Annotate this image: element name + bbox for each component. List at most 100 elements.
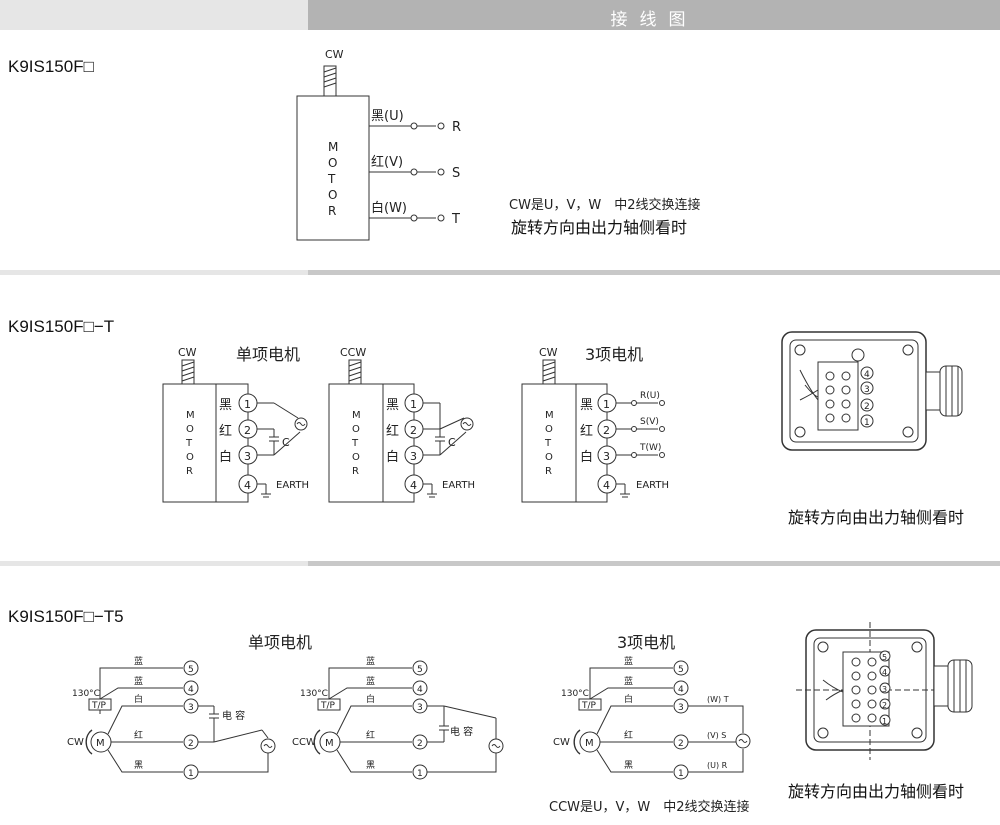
svg-text:M: M [352,410,361,421]
wire-color-label: 白(W) [371,200,407,216]
section-divider [0,270,1000,275]
motor-letter: O [328,156,337,170]
svg-text:2: 2 [188,739,194,749]
note-ccw-swap: CCW是U，V，W 中2线交换连接 [549,800,750,815]
svg-text:T/P: T/P [320,701,336,711]
t5-diagram-single-cw: CW M 130°C T/P 蓝 蓝 白 红 黑 5 4 3 2 1 电 容 [67,655,276,780]
svg-text:M: M [96,738,105,749]
note-swap: CW是U，V，W 中2线交换连接 [509,198,701,213]
svg-text:黑: 黑 [580,398,593,413]
note-direction-2: 旋转方向由出力轴侧看时 [788,508,965,527]
svg-text:M: M [325,738,334,749]
diagram-single-cw: CW M O T O R 黑 红 白 1 2 3 4 C EARTH [162,346,309,503]
header-bar: 接线图 [0,0,1000,30]
svg-text:白: 白 [624,693,633,705]
svg-text:3: 3 [244,450,251,463]
terminal-diagrams-t: 单项电机 3项电机 CW M O T O R 黑 红 白 1 2 3 4 C [162,331,963,503]
svg-text:1: 1 [410,398,417,411]
terminal-box-illustration-t5: 5 4 3 2 1 [796,622,973,760]
diagram-three-phase: CW M O T O R 黑 红 白 1 2 3 4 R(U) S(V) T(W… [521,346,669,503]
svg-text:2: 2 [244,424,251,437]
svg-text:T: T [351,438,359,449]
svg-text:R: R [352,466,359,477]
cap-label: C [282,436,290,449]
svg-text:M: M [545,410,554,421]
svg-text:O: O [186,452,194,463]
svg-text:蓝: 蓝 [366,655,375,667]
svg-text:5: 5 [188,665,194,675]
note-direction: 旋转方向由出力轴侧看时 [511,218,688,237]
cw-label: CW [325,48,344,61]
svg-text:EARTH: EARTH [636,480,669,491]
diagram-single-ccw: CCW M O T O R 黑 红 白 1 2 3 4 C EARTH [328,346,475,503]
svg-text:O: O [352,452,360,463]
svg-text:130°C: 130°C [561,689,589,699]
note-direction-3: 旋转方向由出力轴侧看时 [788,782,965,801]
svg-text:S(V): S(V) [640,417,659,427]
svg-text:CCW: CCW [292,737,316,748]
svg-text:蓝: 蓝 [624,655,633,667]
svg-text:1: 1 [678,769,684,779]
svg-text:2: 2 [864,402,870,412]
svg-text:红: 红 [386,423,399,439]
svg-text:4: 4 [678,685,684,695]
svg-text:蓝: 蓝 [134,655,143,667]
svg-text:电 容: 电 容 [222,709,245,722]
svg-text:130°C: 130°C [72,689,100,699]
svg-text:M: M [585,738,594,749]
svg-text:2: 2 [882,701,887,710]
svg-text:1: 1 [882,717,887,726]
svg-text:M: M [186,410,195,421]
svg-text:蓝: 蓝 [134,675,143,687]
wire-color: 白 [219,449,232,465]
svg-text:3: 3 [678,703,684,713]
svg-text:CW: CW [539,346,558,359]
svg-text:4: 4 [188,685,194,695]
svg-text:O: O [186,424,194,435]
svg-text:130°C: 130°C [300,689,328,699]
svg-text:2: 2 [417,739,423,749]
svg-text:(V) S: (V) S [707,731,726,740]
svg-text:T/P: T/P [91,701,107,711]
terminal-label: T [451,212,460,227]
svg-text:黑: 黑 [366,760,375,771]
svg-text:1: 1 [864,418,870,428]
svg-text:O: O [352,424,360,435]
svg-text:红: 红 [366,729,375,741]
svg-text:白: 白 [580,449,593,465]
model-label-3: K9IS150F□−T5 [8,607,124,626]
wire-color-label: 红(V) [371,154,403,170]
rotation-label: CW [178,346,197,359]
svg-text:白: 白 [386,449,399,465]
model-label-2: K9IS150F□−T [8,317,115,336]
rotation-label: CCW [340,346,366,359]
svg-text:CW: CW [67,737,84,748]
svg-text:黑: 黑 [134,760,143,771]
svg-text:R(U): R(U) [640,391,660,401]
terminal-label: S [452,166,460,181]
svg-text:EARTH: EARTH [442,480,475,491]
wire-color: 黑 [219,398,232,413]
wire-color-label: 黑(U) [371,109,404,124]
svg-text:红: 红 [134,729,143,741]
svg-text:5: 5 [678,665,684,675]
svg-text:3: 3 [603,450,610,463]
svg-text:CW: CW [553,737,570,748]
terminal-box-illustration: 4 3 2 1 [781,331,963,451]
svg-text:蓝: 蓝 [366,675,375,687]
svg-text:4: 4 [603,479,610,492]
motor-diagram-basic: CW M O T O R 黑(U) R 红(V) S 白(W) T [296,48,461,241]
svg-text:3: 3 [417,703,423,713]
svg-text:白: 白 [366,693,375,705]
svg-text:4: 4 [417,685,423,695]
earth-label: EARTH [276,480,309,491]
page-title: 接线图 [610,10,698,30]
svg-text:5: 5 [417,665,423,675]
svg-text:3: 3 [864,385,870,395]
single-phase-title: 单项电机 [248,633,312,652]
svg-text:4: 4 [864,370,870,380]
svg-text:黑: 黑 [386,398,399,413]
svg-text:2: 2 [603,424,610,437]
motor-letter: R [328,204,336,218]
